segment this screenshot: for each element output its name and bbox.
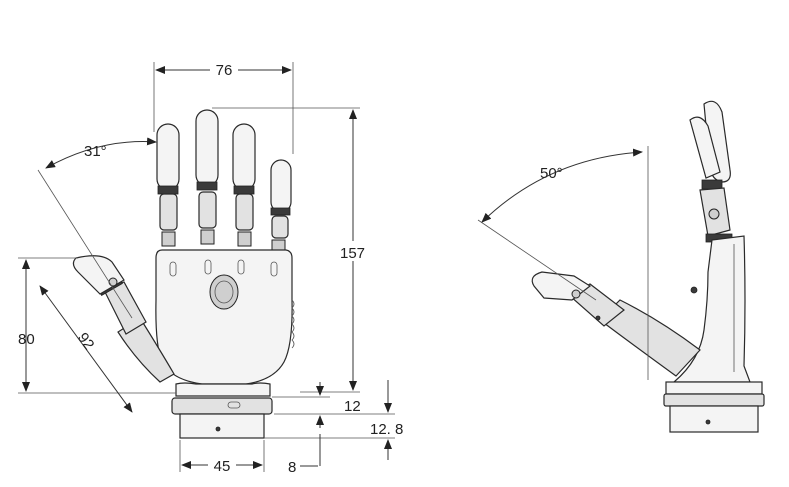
little-finger [270,159,292,253]
side-view: 50° [477,100,765,433]
dim-side-thumb-angle: 50° [540,165,563,182]
index-finger [156,123,180,247]
side-palm [672,235,751,383]
side-fingers [689,100,733,243]
dim-base-width: 45 [214,458,231,475]
dim-width-top: 76 [216,62,233,79]
front-view: 76 157 31° 80 92 12 12. 8 [18,60,403,476]
dim-height-total: 157 [340,245,365,262]
middle-finger [195,109,219,245]
dim-base-offset: 8 [288,459,296,476]
dim-flange-height: 12 [344,398,361,415]
side-wrist-base [663,381,765,433]
ring-finger [232,123,256,247]
side-thumb [531,271,701,377]
dim-base-height: 12. 8 [370,421,403,438]
palm-button [209,274,239,310]
wrist-base [171,382,273,439]
dim-thumb-height: 80 [18,331,35,348]
dim-thumb-length: 92 [74,330,98,353]
dim-thumb-angle: 31° [84,143,107,160]
